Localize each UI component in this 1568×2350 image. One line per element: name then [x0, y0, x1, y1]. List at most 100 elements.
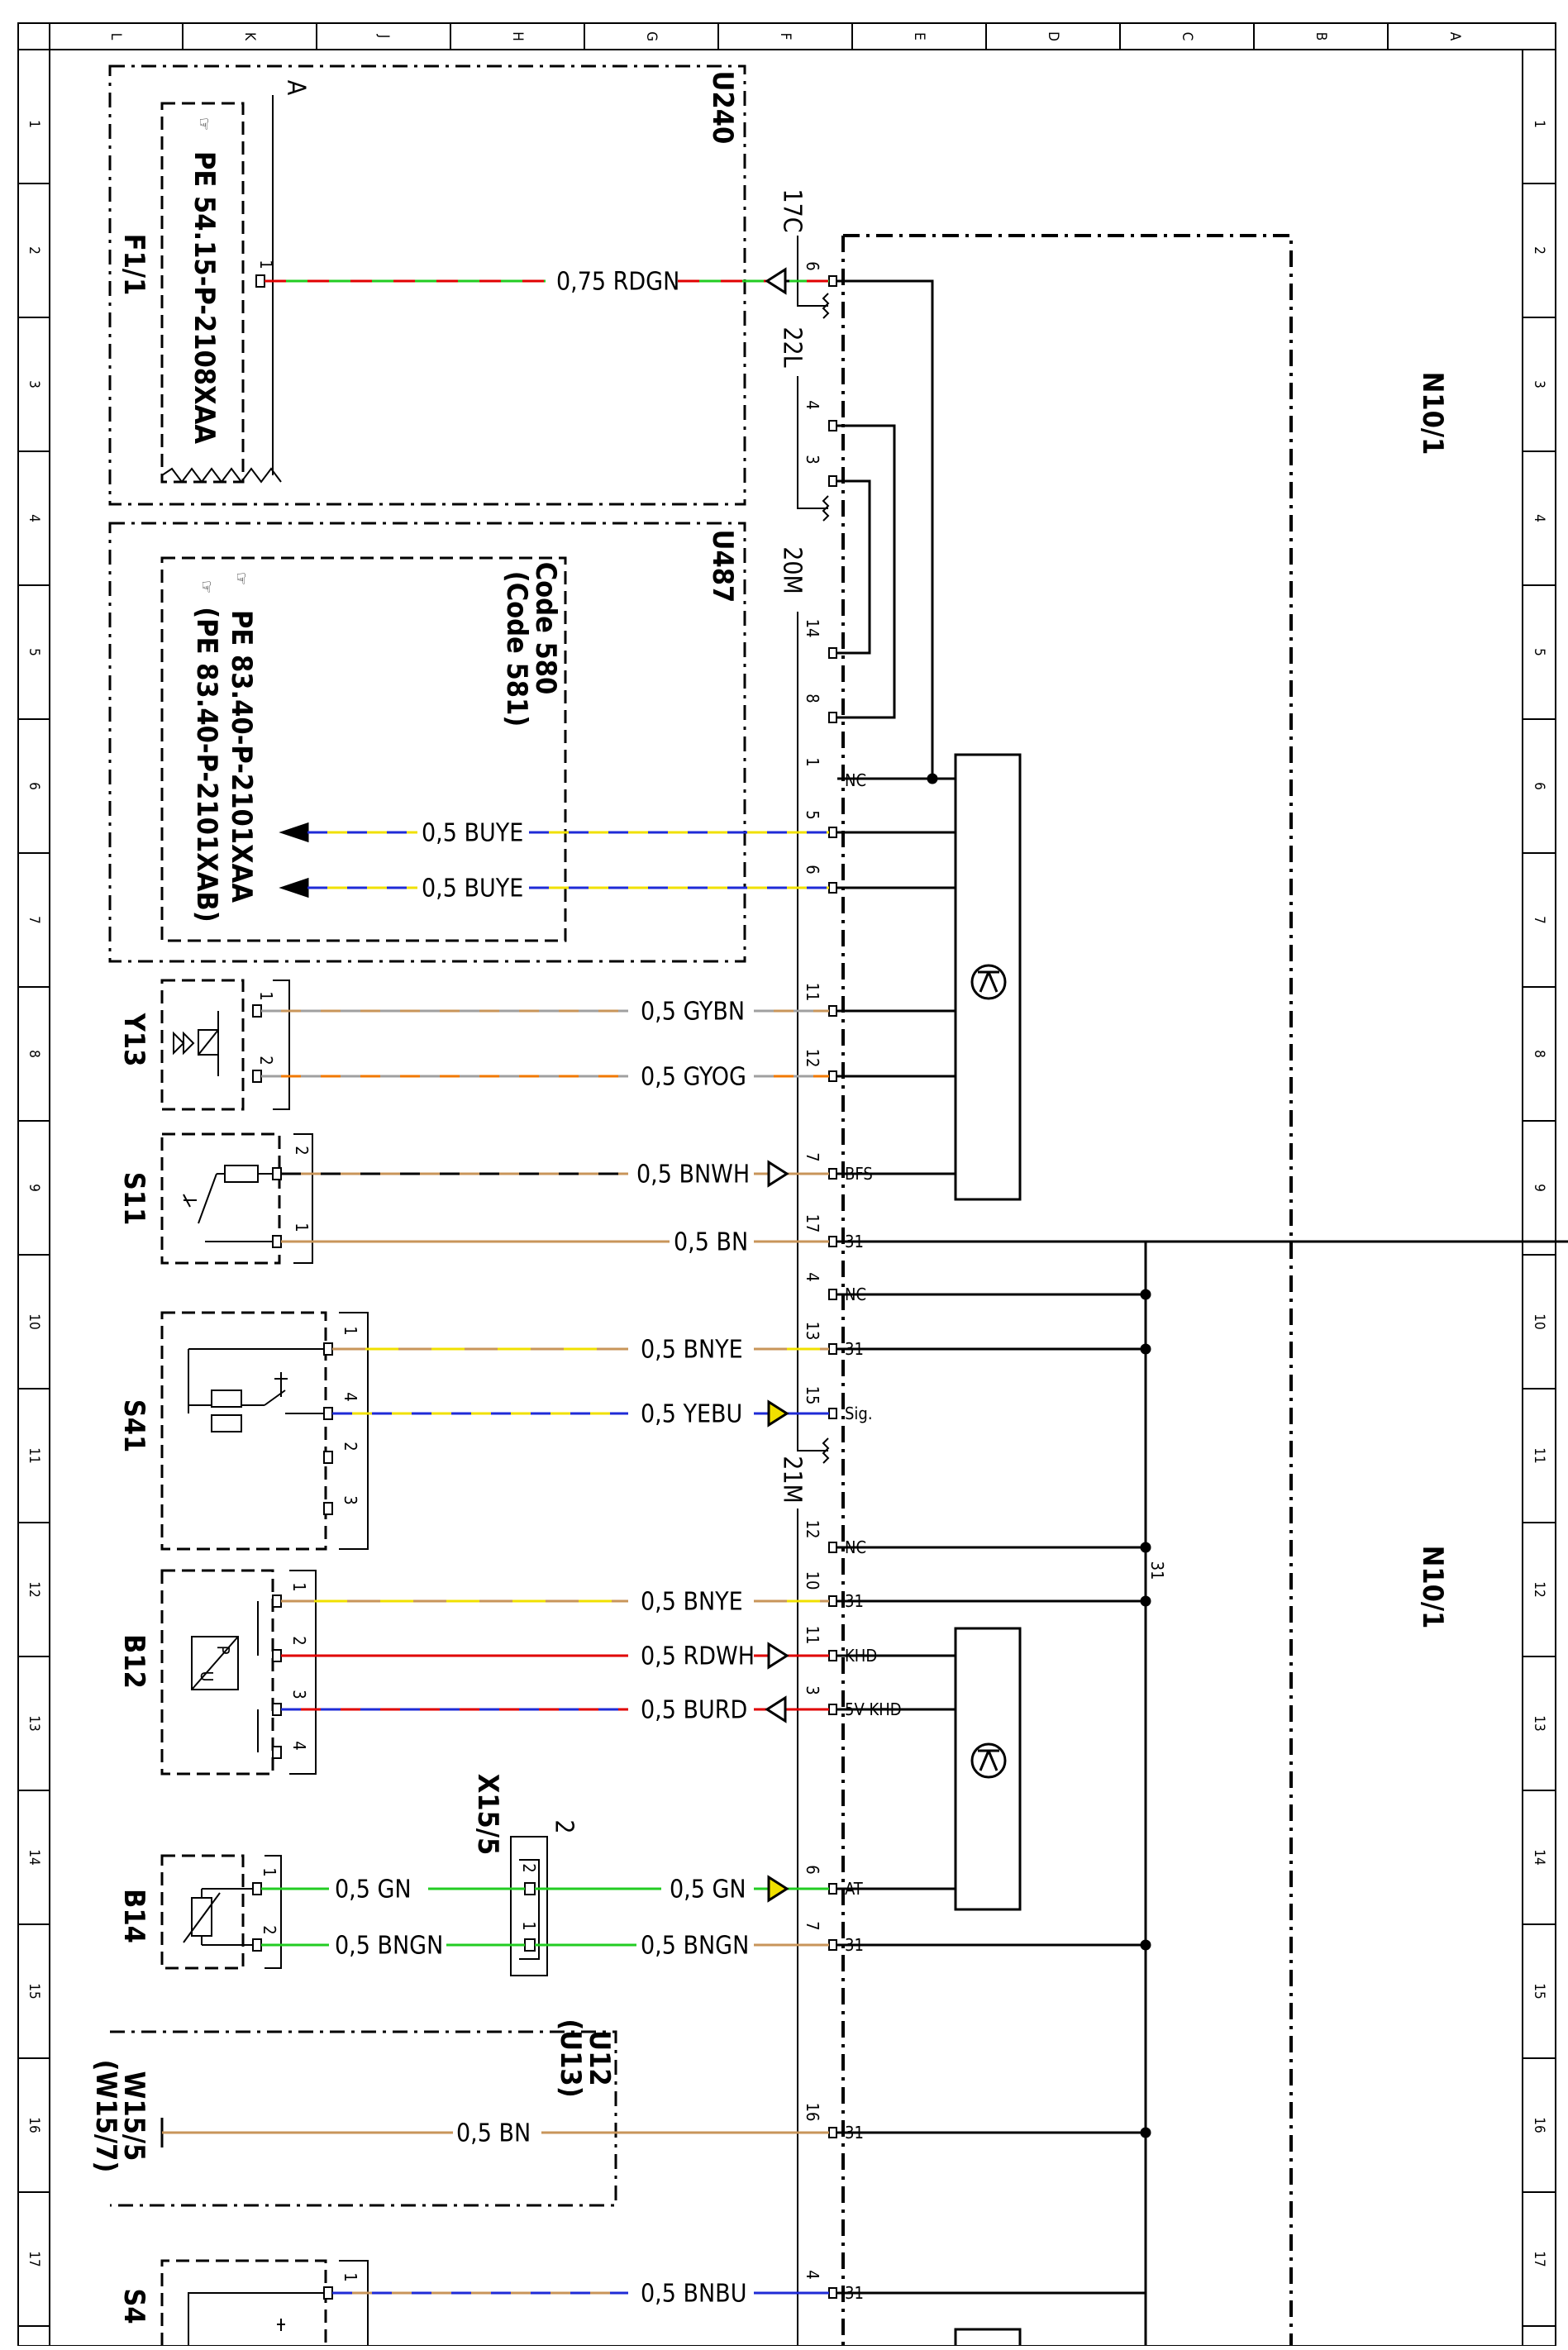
pin-number: 2 [519, 1863, 539, 1872]
pin-number: 1 [803, 757, 822, 766]
u12-label: U12 [583, 2030, 616, 2085]
arrow-icon [765, 267, 789, 295]
row-number: 5 [1531, 648, 1547, 656]
pin-number: 11 [803, 983, 822, 1002]
u240-label: U240 [706, 71, 739, 145]
pin-number: 1 [341, 2272, 360, 2281]
temperature-sensor-icon [183, 1888, 256, 1946]
row-number: 1 [26, 120, 42, 128]
signal-31: 31 [845, 2283, 864, 2303]
pin-terminal [272, 1703, 282, 1716]
pin-number: 4 [803, 1272, 822, 1281]
connector-22l: 22L [778, 327, 807, 367]
col-letter: C [1179, 32, 1195, 41]
wire-label-rdgn: 0,75 RDGN [556, 268, 679, 297]
wire-label-gn: 0,5 GN [335, 1876, 412, 1904]
row-number: 3 [26, 380, 42, 388]
pin-number: 1 [256, 991, 276, 1000]
ref-2-label: 2 [550, 1819, 579, 1833]
col-letter: B [1313, 32, 1329, 41]
col-letter: J [375, 34, 392, 39]
code-580-label: Code 580 [529, 562, 562, 695]
row-number: 9 [26, 1184, 42, 1192]
s11-connector [293, 1133, 313, 1264]
wire-label-buye: 0,5 BUYE [422, 875, 523, 903]
row-number: 4 [26, 514, 42, 522]
pin-number: 1 [260, 1867, 279, 1876]
f1-1-label: F1/1 [117, 234, 150, 296]
signal-khd: KHD [845, 1646, 877, 1666]
row-number: 8 [26, 1050, 42, 1058]
pin-number: 4 [803, 400, 822, 409]
pin-number: 1 [289, 1582, 309, 1591]
row-number: 17 [1531, 2251, 1547, 2267]
book-icon: ☞ [194, 117, 214, 131]
s11-label: S11 [117, 1172, 150, 1226]
b12-connector [289, 1570, 317, 1775]
wire-label-yebu: 0,5 YEBU [641, 1400, 742, 1429]
book-icon: ☞ [197, 580, 217, 593]
sensor-u-glyph: U [197, 1671, 217, 1681]
pin-terminal [272, 1746, 282, 1759]
s41-label: S41 [117, 1399, 150, 1453]
col-letter: G [643, 31, 660, 41]
s4x-switch-partial [188, 2292, 324, 2346]
pin-number: 2 [341, 1442, 360, 1451]
row-number: 3 [1531, 380, 1547, 388]
pin-terminal [323, 2286, 333, 2300]
row-number: 12 [1531, 1581, 1547, 1597]
arrow-icon [765, 1695, 787, 1723]
col-letter: F [777, 33, 794, 41]
arrow-icon [767, 1875, 789, 1903]
s11-box [160, 1132, 281, 1265]
pin-number: 5 [803, 810, 822, 819]
wire-label-buye: 0,5 BUYE [422, 819, 523, 848]
s4x-label: S4 [117, 2288, 150, 2324]
wire-label-gn: 0,5 GN [670, 1876, 746, 1904]
u487-module-box [108, 522, 746, 963]
connector-21m: 21M [778, 1456, 807, 1504]
pin-number: 10 [803, 1571, 822, 1590]
connector-20m: 20M [778, 546, 807, 594]
transistor-icon [970, 1742, 1007, 1779]
row-number: 10 [26, 1313, 42, 1329]
row-dividers [18, 183, 1556, 2327]
bus-31-label: 31 [1147, 1561, 1167, 1580]
n10-1-control-unit [841, 234, 1293, 2346]
pin-number: 1 [292, 1223, 312, 1232]
pin-number: 8 [803, 694, 822, 703]
signal-5v-khd: 5V KHD [845, 1699, 902, 1719]
u487-inner-box [160, 556, 567, 942]
pin-terminal [323, 1407, 333, 1420]
row-number: 11 [1531, 1447, 1547, 1463]
col-letter: K [241, 32, 258, 41]
pin-number: 3 [341, 1495, 360, 1504]
row-number: 7 [26, 916, 42, 924]
row-number: 2 [1531, 246, 1547, 255]
pin-number: 7 [803, 1152, 822, 1161]
pin-terminal [252, 1004, 262, 1018]
pin-number: 15 [803, 1386, 822, 1405]
pin-number: 14 [803, 619, 822, 638]
pressure-sensor-icon [191, 1636, 239, 1690]
u240-module-box [108, 64, 746, 506]
pin-number: 16 [803, 2103, 822, 2122]
pin-terminal [272, 1649, 282, 1662]
wire-buye [279, 822, 829, 843]
y13-label: Y13 [117, 1013, 150, 1067]
switch-icon [183, 1165, 273, 1242]
col-letter: A [1446, 32, 1463, 41]
n10-1-label-top: N10/1 [1416, 372, 1449, 455]
valve-icon [173, 1011, 219, 1076]
wire-label-bnye: 0,5 BNYE [641, 1588, 743, 1617]
x15-5-label: X15/5 [471, 1774, 504, 1856]
column-letters: L K J H G F E D C B A [107, 31, 1463, 41]
wire-label-bn: 0,5 BN [674, 1228, 748, 1257]
y13-box [160, 979, 245, 1111]
pin-terminal [272, 1594, 282, 1608]
pin-number: 6 [803, 1865, 822, 1874]
col-letter: H [509, 31, 526, 41]
arrow-icon [767, 1399, 789, 1428]
row-number: 2 [26, 246, 42, 255]
pin-number: 4 [341, 1392, 360, 1401]
